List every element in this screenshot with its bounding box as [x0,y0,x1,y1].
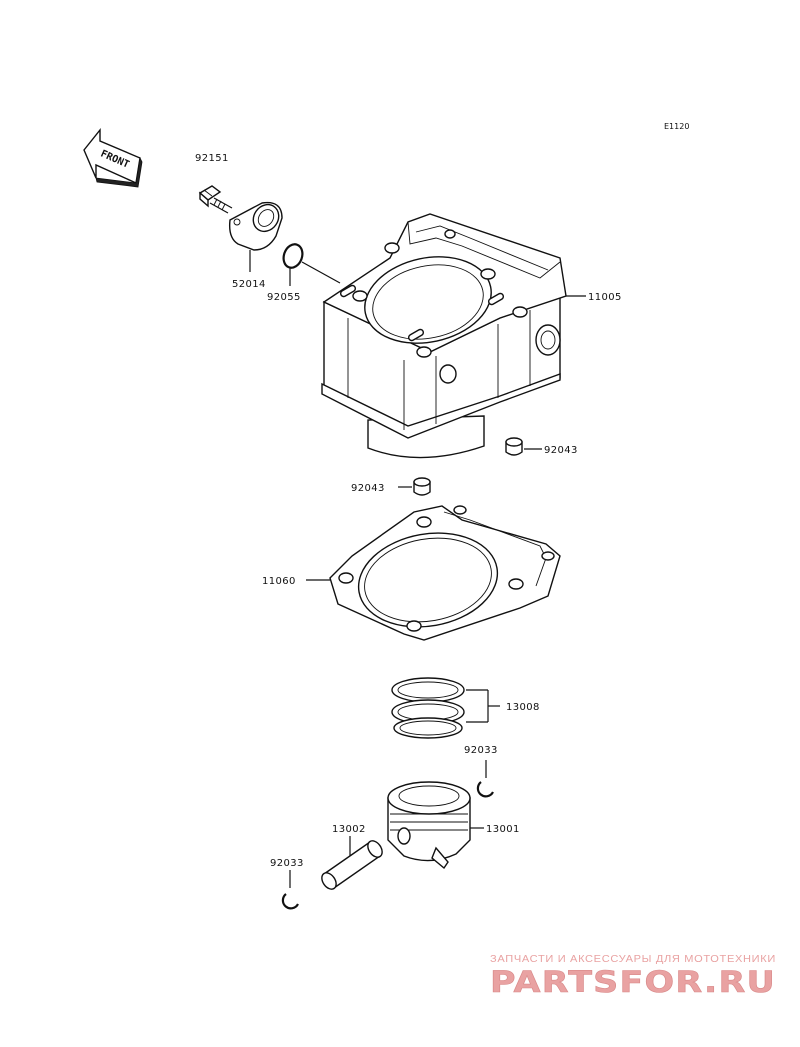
label-92055: 92055 [267,292,301,303]
label-92043-upper: 92043 [544,445,578,456]
label-11005: 11005 [588,292,622,303]
label-11060: 11060 [262,576,296,587]
label-52014: 52014 [232,279,266,290]
dowel-pin-lower-part [398,477,431,496]
label-13008: 13008 [506,702,540,713]
piston-part [387,781,484,870]
watermark: ЗАПЧАСТИ И АКСЕССУАРЫ ДЛЯ МОТОТЕХНИКИ PA… [490,954,776,999]
circlip-left-part [281,870,299,910]
piston-pin-part [321,836,383,890]
o-ring-part [282,243,341,286]
label-92043-lower: 92043 [351,483,385,494]
watermark-brand: PARTSFOR.RU [490,965,776,999]
dowel-pin-upper-part [505,437,542,456]
bolt-part [198,185,233,214]
label-92151: 92151 [195,153,229,164]
head-gasket-part [306,505,561,641]
label-92033-left: 92033 [270,858,304,869]
piston-rings-part [391,677,500,739]
label-13002: 13002 [332,824,366,835]
label-13001: 13001 [486,824,520,835]
cylinder-part [321,213,586,459]
circlip-right-part [476,760,494,798]
front-arrow-icon: FRONT [83,128,143,188]
tensioner-cover-part [228,201,283,272]
diagram-code: E1120 [664,122,689,131]
watermark-subtitle: ЗАПЧАСТИ И АКСЕССУАРЫ ДЛЯ МОТОТЕХНИКИ [490,954,776,965]
label-92033-right: 92033 [464,745,498,756]
